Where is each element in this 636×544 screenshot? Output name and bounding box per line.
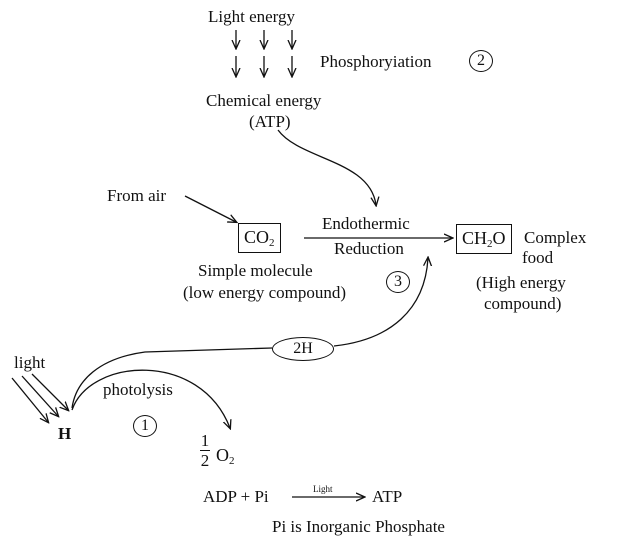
co2-box: CO2 — [238, 223, 281, 253]
ch2o-a: CH — [462, 228, 488, 248]
ch2o-sub: 2 — [487, 238, 493, 250]
light-ray-2 — [21, 375, 58, 416]
light-label: light — [14, 353, 46, 372]
o2-main: O — [216, 445, 229, 465]
o2-label: O2 — [216, 446, 235, 467]
atp-paren-label: (ATP) — [249, 112, 291, 131]
ch2o-b: O — [492, 228, 506, 248]
light-ray-3 — [31, 373, 68, 410]
phosphorylation-label: Phosphoryiation — [320, 52, 432, 71]
arrow-light-label: Light — [313, 484, 333, 494]
atp-to-reduction-arrow — [277, 129, 376, 205]
endothermic-label: Endothermic — [322, 214, 410, 233]
compound-paren-label: compound) — [484, 294, 562, 313]
step-2-badge: 2 — [469, 50, 493, 72]
reduction-label: Reduction — [334, 239, 404, 258]
fraction-bar — [200, 450, 210, 451]
adp-pi-label: ADP + Pi — [203, 487, 269, 506]
food-label: food — [522, 248, 554, 267]
co2-main: CO — [244, 227, 270, 247]
hydrogen-label: H — [58, 424, 72, 443]
hydrogen-path-arrow — [71, 258, 428, 409]
atp-product-label: ATP — [372, 487, 403, 506]
o2-sub: 2 — [229, 455, 235, 467]
pi-note: Pi is Inorganic Phosphate — [272, 517, 445, 536]
light-arrows-group — [236, 30, 292, 76]
two-h-oval: 2H — [272, 337, 334, 361]
from-air-label: From air — [107, 186, 167, 205]
ch2o-box: CH2O — [456, 224, 512, 254]
chemical-energy-label: Chemical energy — [206, 91, 322, 110]
complex-label: Complex — [524, 228, 587, 247]
photolysis-arrow — [71, 369, 230, 428]
from-air-arrow — [184, 195, 236, 222]
simple-molecule-label: Simple molecule — [198, 261, 313, 280]
fraction-denominator: 2 — [200, 451, 210, 470]
fraction-numerator: 1 — [200, 431, 210, 450]
co2-sub: 2 — [269, 237, 275, 249]
half-fraction: 1 2 — [200, 432, 210, 469]
light-ray-1 — [11, 377, 48, 422]
light-energy-label: Light energy — [208, 7, 296, 26]
step-3-badge: 3 — [386, 271, 410, 293]
high-energy-label: (High energy — [476, 273, 566, 292]
photolysis-label: photolysis — [103, 380, 173, 399]
low-energy-label: (low energy compound) — [183, 283, 347, 302]
step-1-badge: 1 — [133, 415, 157, 437]
